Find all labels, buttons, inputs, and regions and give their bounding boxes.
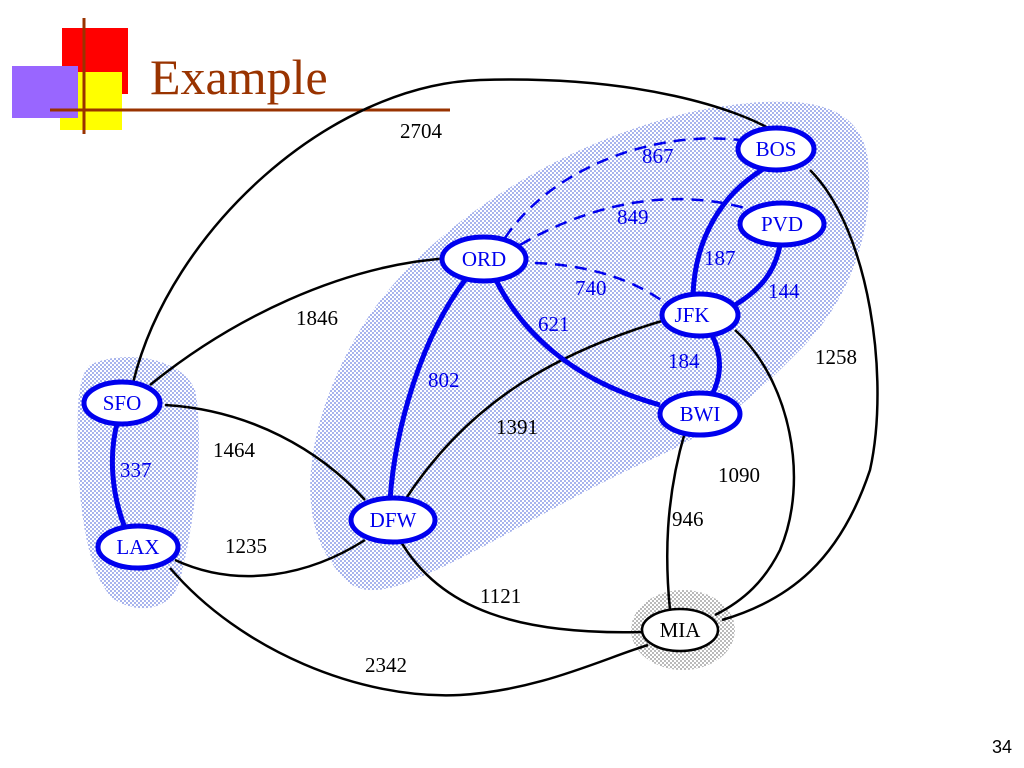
- edge-ord-jfk: [534, 261, 669, 306]
- edge-jfk-pvd: [733, 244, 783, 308]
- edge-ord-bos: [503, 137, 741, 239]
- weight-bos-mia: 1258: [815, 345, 857, 369]
- weight-jfk-mia: 1090: [718, 463, 760, 487]
- weight-ord-bos: 867: [642, 144, 674, 168]
- weight-lax-mia: 2342: [365, 653, 407, 677]
- edge-jfk-bwi: [709, 333, 722, 397]
- edge-weight-labels: 2704 867 849 740 187 144 621 802 184 184…: [120, 119, 857, 677]
- weight-jfk-bwi: 184: [668, 349, 700, 373]
- weight-sfo-ord: 1846: [296, 306, 338, 330]
- node-label-jfk: JFK: [674, 303, 709, 327]
- edge-bwi-mia: [665, 431, 687, 611]
- weight-bwi-mia: 946: [672, 507, 704, 531]
- node-lax[interactable]: LAX: [95, 523, 181, 571]
- node-label-mia: MIA: [660, 618, 702, 642]
- node-dfw[interactable]: DFW: [348, 495, 438, 545]
- edge-ord-pvd: [519, 197, 746, 247]
- edge-dfw-mia: [398, 539, 643, 634]
- highlighted-edges: [109, 165, 783, 529]
- airport-nodes: BOS PVD ORD JFK BWI SFO: [81, 125, 827, 653]
- node-mia[interactable]: MIA: [640, 607, 720, 653]
- node-label-bos: BOS: [756, 137, 797, 161]
- node-bwi[interactable]: BWI: [657, 390, 743, 438]
- weight-ord-pvd: 849: [617, 205, 649, 229]
- weight-dfw-mia: 1121: [480, 584, 521, 608]
- edge-jfk-bos: [690, 165, 767, 296]
- node-label-bwi: BWI: [680, 402, 721, 426]
- node-label-sfo: SFO: [103, 391, 142, 415]
- normal-edges: [131, 78, 879, 697]
- edge-bos-mia: [721, 169, 879, 622]
- weight-jfk-pvd: 144: [768, 279, 800, 303]
- slide-title: Example: [150, 49, 328, 105]
- edge-dfw-jfk: [403, 316, 673, 501]
- node-label-ord: ORD: [462, 247, 506, 271]
- node-pvd[interactable]: PVD: [737, 200, 827, 248]
- weight-lax-dfw: 1235: [225, 534, 267, 558]
- edge-sfo-ord: [149, 256, 451, 386]
- node-label-lax: LAX: [116, 535, 159, 559]
- weight-ord-jfk: 740: [575, 276, 607, 300]
- weight-ord-dfw: 802: [428, 368, 460, 392]
- title-underline: [50, 108, 450, 112]
- weight-sfo-lax: 337: [120, 458, 152, 482]
- node-ord[interactable]: ORD: [439, 234, 529, 284]
- weight-jfk-bos: 187: [704, 246, 736, 270]
- edge-ord-bwi: [492, 276, 661, 408]
- dashed-edges: [503, 137, 746, 306]
- node-bos[interactable]: BOS: [735, 125, 817, 173]
- weight-sfo-bos: 2704: [400, 119, 443, 143]
- edge-sfo-bos: [131, 78, 776, 384]
- node-jfk[interactable]: JFK: [659, 291, 741, 339]
- weight-ord-bwi: 621: [538, 312, 570, 336]
- edge-jfk-mia: [714, 329, 796, 617]
- node-label-pvd: PVD: [761, 212, 803, 236]
- edge-lax-dfw: [174, 538, 366, 578]
- node-sfo[interactable]: SFO: [81, 379, 163, 427]
- page-number: 34: [991, 737, 1012, 757]
- edge-lax-mia: [169, 567, 649, 697]
- weight-dfw-jfk: 1391: [496, 415, 538, 439]
- node-label-dfw: DFW: [370, 508, 417, 532]
- weight-sfo-dfw: 1464: [213, 438, 256, 462]
- edge-sfo-dfw: [164, 403, 366, 501]
- edge-sfo-lax: [109, 419, 128, 529]
- edge-ord-dfw: [387, 278, 468, 501]
